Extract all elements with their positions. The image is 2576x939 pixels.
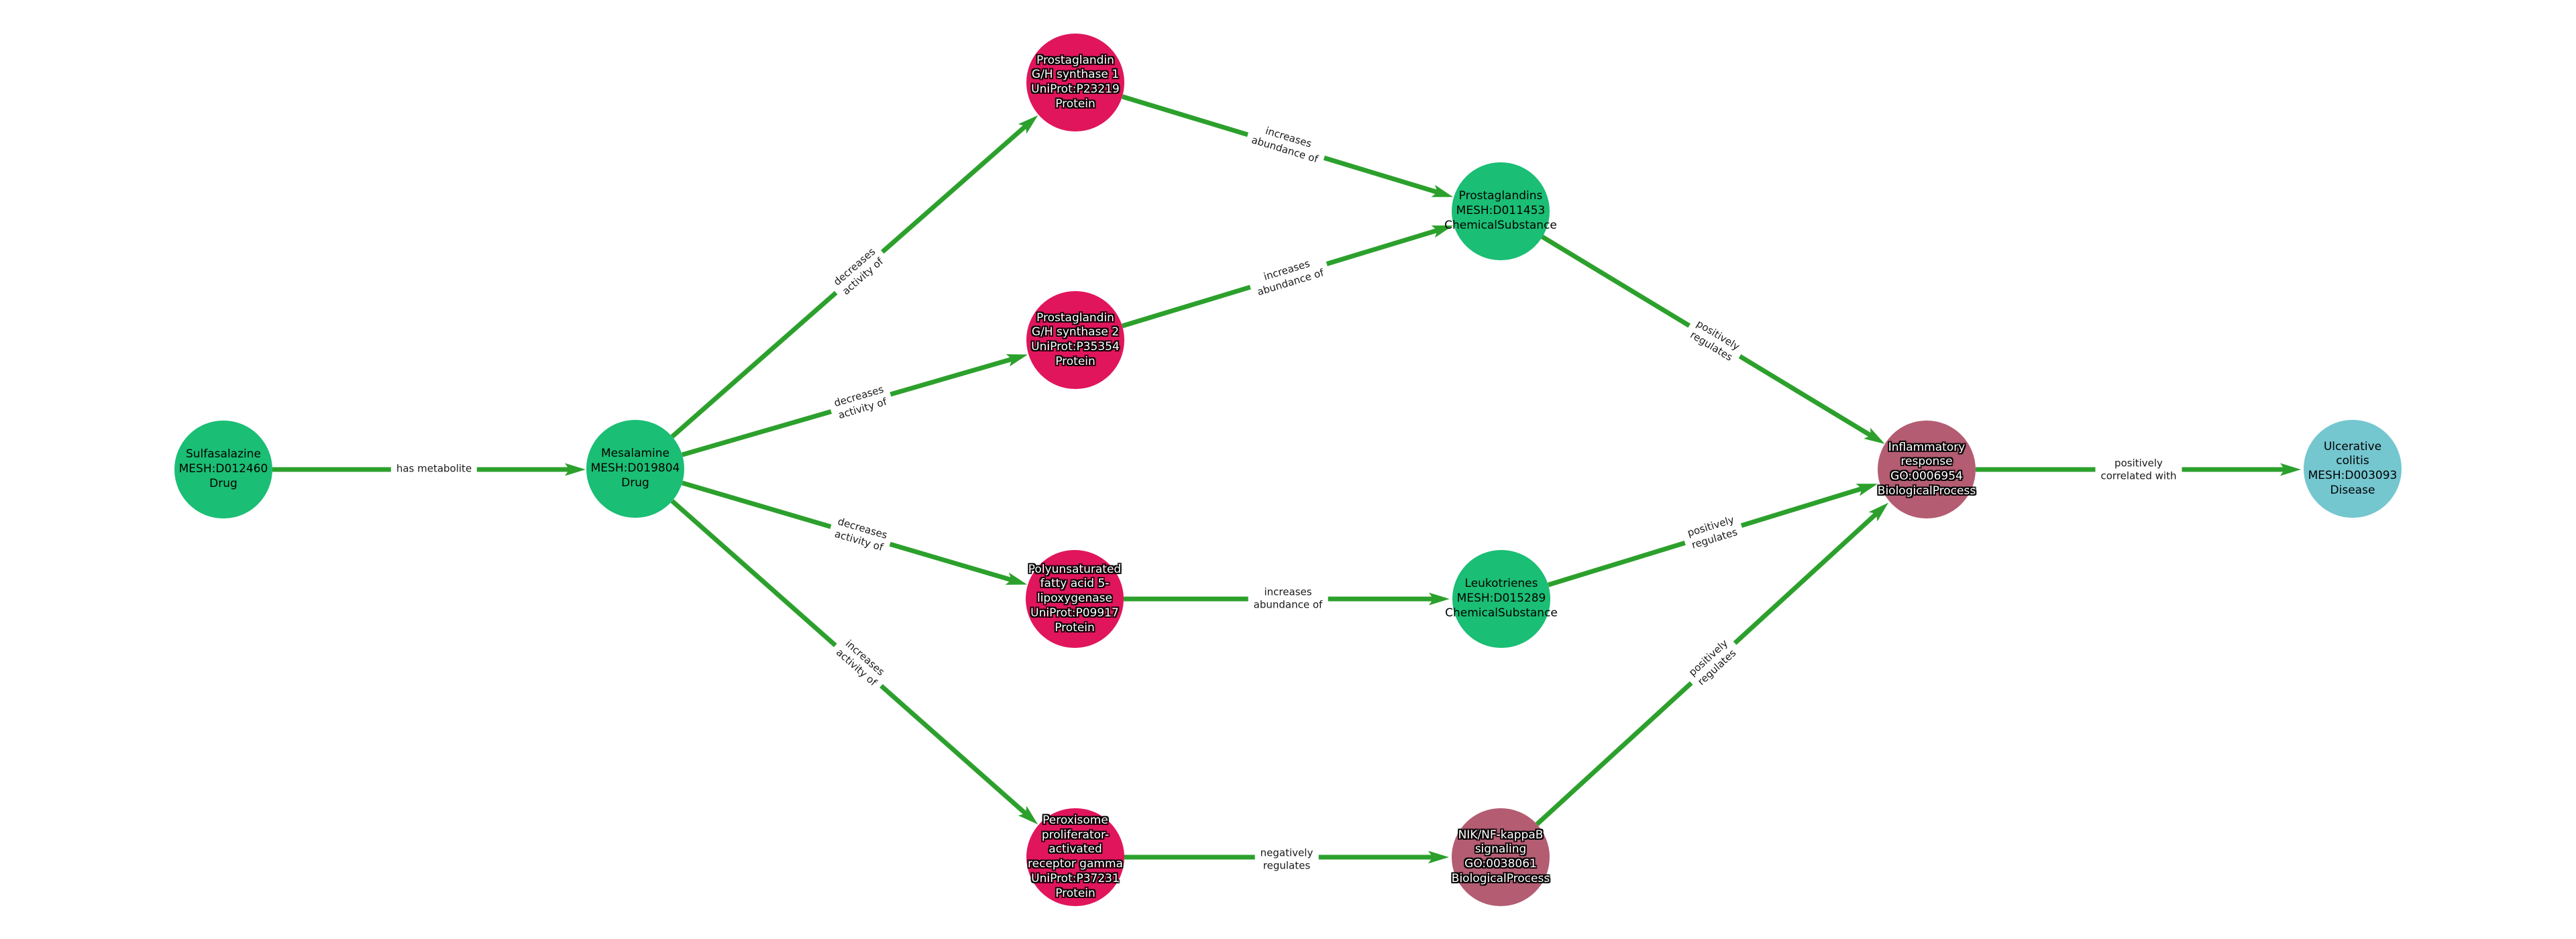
edge-label-increases-abundance-3: increases abundance of [1248, 584, 1328, 612]
node-prostaglandins: Prostaglandins MESH:D011453 ChemicalSubs… [1444, 162, 1557, 260]
edge-label-negatively-regulates: negatively regulates [1254, 845, 1319, 873]
node-prostaglandin-gh-synthase-1: Prostaglandin G/H synthase 1 UniProt:P23… [1026, 34, 1124, 131]
node-sulfasalazine: Sulfasalazine MESH:D012460 Drug [174, 421, 272, 518]
node-label-inflammatory-response: Inflammatory response GO:0006954 Biologi… [1877, 440, 1976, 498]
node-label-leukotrienes: Leukotrienes MESH:D015289 ChemicalSubsta… [1445, 577, 1558, 620]
node-pufa-5-lipoxygenase: Polyunsaturated fatty acid 5- lipoxygena… [1026, 550, 1124, 648]
node-inflammatory-response: Inflammatory response GO:0006954 Biologi… [1878, 421, 1976, 518]
node-label-prostaglandin-gh-synthase-2: Prostaglandin G/H synthase 2 UniProt:P35… [1031, 311, 1120, 368]
edge-label-has-metabolite: has metabolite [390, 461, 478, 477]
node-label-prostaglandins: Prostaglandins MESH:D011453 ChemicalSubs… [1444, 189, 1557, 232]
node-label-mesalamine: Mesalamine MESH:D019804 Drug [590, 447, 680, 490]
edge-label-positively-correlated: positively correlated with [2095, 455, 2182, 484]
node-leukotrienes: Leukotrienes MESH:D015289 ChemicalSubsta… [1445, 550, 1558, 648]
node-label-sulfasalazine: Sulfasalazine MESH:D012460 Drug [178, 447, 268, 490]
node-label-ulcerative-colitis: Ulcerative colitis MESH:D003093 Disease [2308, 439, 2398, 497]
node-nik-nf-kappab-signaling: NIK/NF-kappaB signaling GO:0038061 Biolo… [1452, 808, 1550, 906]
node-ppar-gamma: Peroxisome proliferator- activated recep… [1026, 808, 1124, 906]
node-mesalamine: Mesalamine MESH:D019804 Drug [586, 420, 684, 518]
node-prostaglandin-gh-synthase-2: Prostaglandin G/H synthase 2 UniProt:P35… [1026, 291, 1124, 389]
node-label-pufa-5-lipoxygenase: Polyunsaturated fatty acid 5- lipoxygena… [1028, 562, 1122, 634]
node-label-nik-nf-kappab-signaling: NIK/NF-kappaB signaling GO:0038061 Biolo… [1451, 828, 1550, 885]
node-ulcerative-colitis: Ulcerative colitis MESH:D003093 Disease [2304, 420, 2402, 518]
node-label-prostaglandin-gh-synthase-1: Prostaglandin G/H synthase 1 UniProt:P23… [1031, 53, 1120, 111]
node-label-ppar-gamma: Peroxisome proliferator- activated recep… [1028, 813, 1123, 900]
